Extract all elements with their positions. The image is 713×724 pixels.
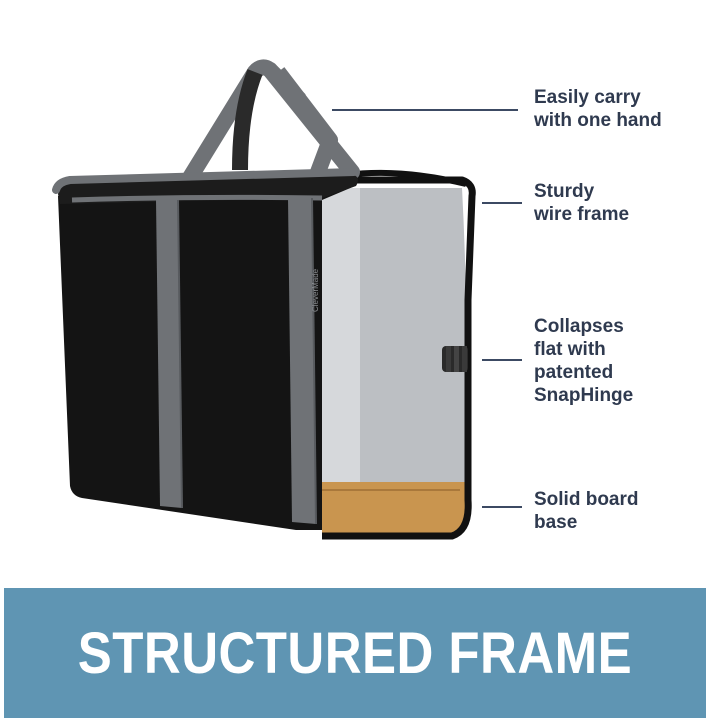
carry-leader-line: [332, 109, 518, 111]
bag-body: [52, 168, 358, 530]
callout-frame: Sturdy wire frame: [534, 180, 629, 226]
callout-collapse-line-2: flat with: [534, 339, 606, 360]
callout-collapse-line-1: Collapses: [534, 316, 624, 337]
callout-carry: Easily carry with one hand: [534, 86, 662, 132]
title-banner: STRUCTURED FRAME: [4, 588, 706, 718]
callout-base-line-1: Solid board: [534, 489, 639, 510]
callout-collapse-line-3: patented: [534, 362, 614, 383]
laundry-bag-illustration: CleverMade: [52, 59, 476, 540]
callout-base-line-2: base: [534, 512, 578, 533]
callout-collapse: Collapses flat with patented SnapHinge: [534, 315, 633, 407]
callout-collapse-line-4: SnapHinge: [534, 385, 634, 406]
frame-leader-line: [482, 202, 522, 204]
callout-carry-line-1: Easily carry: [534, 87, 641, 108]
front-straps: [156, 197, 317, 525]
callout-base: Solid board base: [534, 488, 639, 534]
callout-frame-line-2: wire frame: [534, 204, 630, 225]
bag-interior-cutaway: [318, 169, 476, 540]
callout-carry-line-2: with one hand: [534, 110, 662, 131]
base-leader-line: [482, 506, 522, 508]
callout-frame-line-1: Sturdy: [534, 181, 595, 202]
brand-tag: CleverMade: [311, 268, 320, 312]
banner-title: STRUCTURED FRAME: [77, 620, 633, 686]
collapse-leader-line: [482, 359, 522, 361]
snaphinge: [442, 346, 468, 372]
